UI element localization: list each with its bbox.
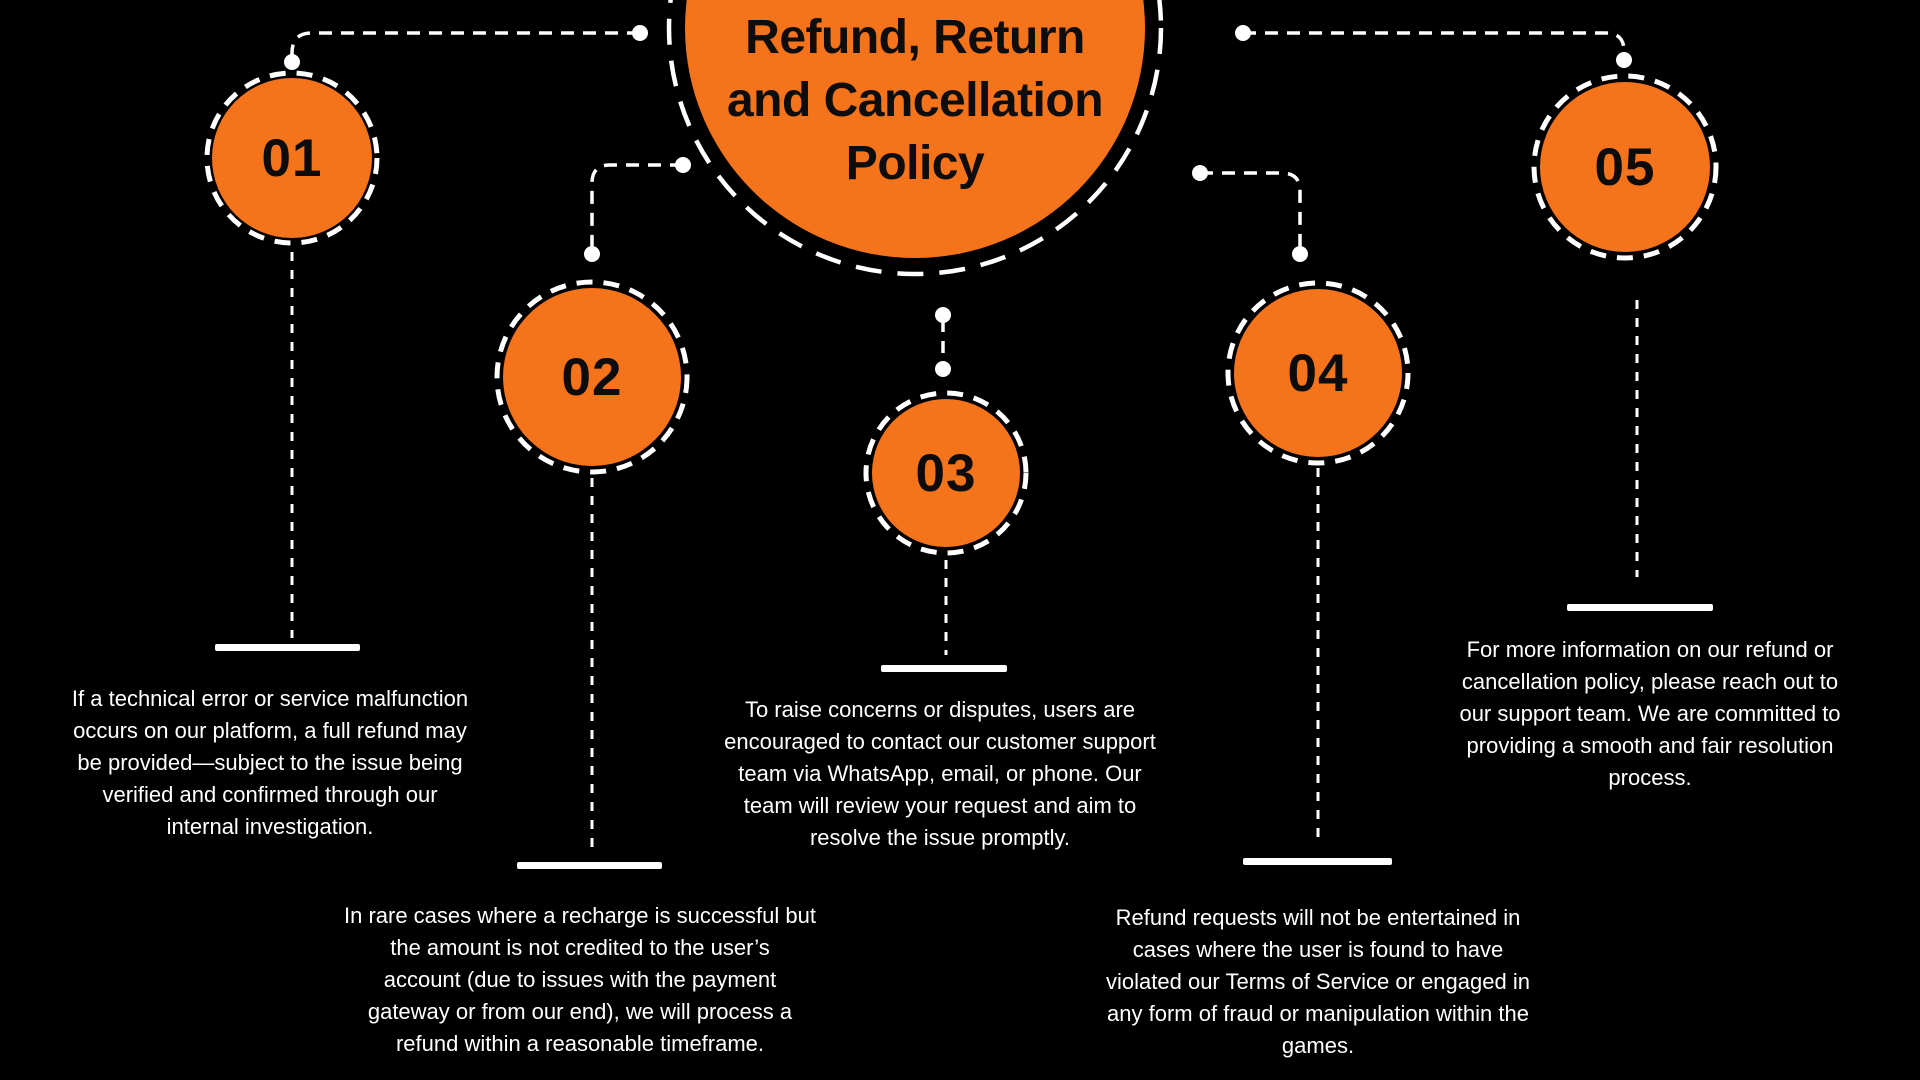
connector-02-start-dot: [675, 157, 691, 173]
underline-bar-05: [1567, 604, 1713, 611]
connector-03-end-dot: [935, 361, 951, 377]
step-number-02: 02: [561, 347, 623, 407]
connector-02-line: [590, 163, 683, 246]
connector-04-start-dot: [1192, 165, 1208, 181]
connector-02-end-dot: [584, 246, 600, 262]
step-description-02: In rare cases where a recharge is succes…: [343, 903, 816, 1056]
step-circle-05-fill: [1540, 82, 1710, 252]
step-number-05: 05: [1594, 137, 1656, 197]
connector-05-end-dot: [1616, 52, 1632, 68]
step-number-04: 04: [1287, 343, 1349, 403]
connector-04-line: [1200, 171, 1302, 246]
step-circle-01: [204, 70, 380, 246]
step-description-05: For more information on our refund or ca…: [1459, 637, 1841, 790]
step-circle-03: [863, 390, 1029, 556]
step-circle-03-dashed-border: [863, 390, 1029, 556]
step-description-04: Refund requests will not be entertained …: [1106, 905, 1530, 1058]
step-circle-04: [1225, 280, 1411, 466]
underline-bar-02: [517, 862, 662, 869]
connector-05: [1235, 25, 1632, 68]
step-circle-02-fill: [503, 288, 681, 466]
connector-02: [584, 157, 691, 262]
connector-01-line: [290, 31, 640, 56]
step-circle-05-dashed-border: [1531, 73, 1719, 261]
connector-04: [1192, 165, 1308, 262]
connector-03-start-dot: [935, 307, 951, 323]
title-circle-dashed-border: [666, 0, 1164, 277]
step-description-01: If a technical error or service malfunct…: [71, 686, 469, 839]
step-circle-04-fill: [1234, 289, 1402, 457]
step-circle-01-fill: [212, 78, 372, 238]
connector-04-end-dot: [1292, 246, 1308, 262]
step-circle-02: [494, 279, 690, 475]
connector-05-start-dot: [1235, 25, 1251, 41]
step-circle-05: [1531, 73, 1719, 261]
connector-01-start-dot: [632, 25, 648, 41]
title-circle-group: [666, 0, 1164, 277]
step-circle-01-dashed-border: [204, 70, 380, 246]
step-circle-02-dashed-border: [494, 279, 690, 475]
step-circle-04-dashed-border: [1225, 280, 1411, 466]
step-number-01: 01: [261, 128, 323, 188]
underline-bar-01: [215, 644, 360, 651]
step-number-03: 03: [915, 443, 977, 503]
connector-05-line: [1243, 31, 1626, 54]
connector-03: [935, 307, 951, 377]
connector-01-end-dot: [284, 54, 300, 70]
page-title: Refund, Return and Cancellation Policy: [726, 11, 1104, 190]
connector-01: [284, 25, 648, 70]
title-circle: [685, 0, 1145, 258]
step-description-03: To raise concerns or disputes, users are…: [724, 697, 1156, 850]
underline-bar-03: [881, 665, 1007, 672]
step-circle-03-fill: [872, 399, 1020, 547]
underline-bar-04: [1243, 858, 1392, 865]
